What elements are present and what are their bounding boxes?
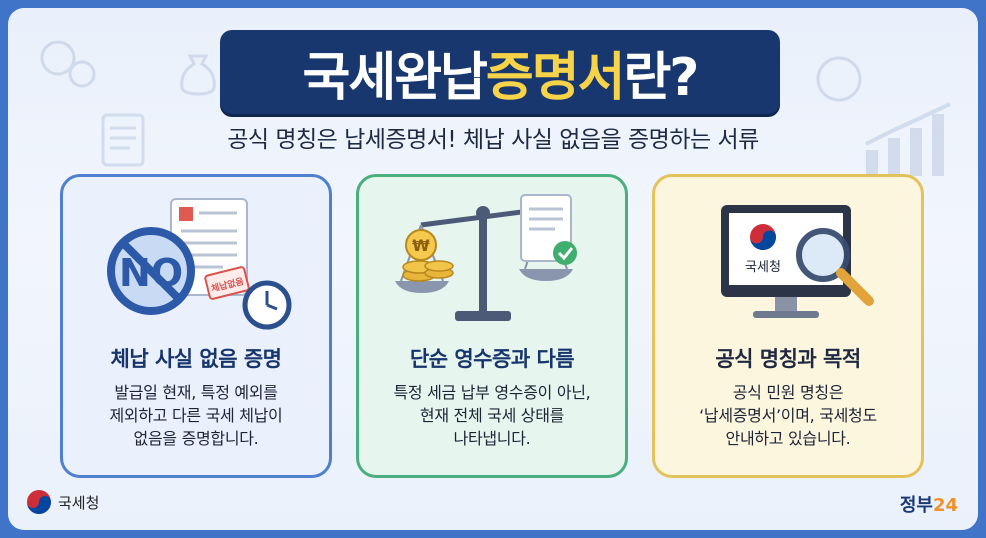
card-title: 공식 명칭과 목적 — [715, 347, 861, 371]
bg-growth-chart-icon — [865, 102, 951, 176]
taeguk-logo-icon — [27, 490, 51, 514]
card-description: 특정 세금 납부 영수증이 아닌, 현재 전체 국세 상태를 나타냅니다. — [393, 383, 591, 448]
card-title: 단순 영수증과 다름 — [409, 347, 575, 371]
coin-stack-icon: ₩ — [402, 229, 454, 282]
svg-text:₩: ₩ — [412, 236, 430, 255]
monitor-illustration: 국세청 — [721, 205, 874, 318]
title-highlight: 증명서 — [485, 47, 626, 108]
scale-illustration: ₩ — [395, 194, 577, 321]
infographic-canvas: 국세완납증명서란? 공식 명칭은 납세증명서! 체납 사실 없음을 증명하는 서… — [8, 8, 978, 530]
bg-money-icon — [40, 40, 96, 88]
bg-money-bag-icon — [180, 54, 216, 96]
card-no-arrears: 체납없음 NO 체납 사실 없음 증명 발급일 현재, 특정 예외를 제외하고 … — [60, 174, 332, 478]
title-banner: 국세완납증명서란? — [220, 30, 780, 114]
screen-label: 국세청 — [745, 260, 781, 275]
certificate-document-icon — [520, 194, 577, 265]
bg-document-icon — [101, 113, 145, 167]
card-title: 체납 사실 없음 증명 — [110, 347, 283, 371]
nts-logo: 국세청 — [26, 488, 99, 516]
card-description: 발급일 현재, 특정 예외를 제외하고 다른 국세 체납이 없음을 증명합니다. — [109, 383, 283, 448]
magnifier-icon — [796, 228, 874, 306]
card-not-receipt: ₩ 단순 영수증과 다름 특정 세금 납부 영수증이 아닌, 현재 전체 국세 … — [356, 174, 628, 478]
no-sign-icon: NO — [107, 227, 195, 315]
clock-icon — [242, 280, 292, 330]
page-title: 국세완납증명서란? — [302, 47, 700, 108]
nts-logo-text: 국세청 — [58, 493, 100, 512]
card-official-name: 국세청 공식 명칭과 목적 공식 민원 명칭은 ‘납세증명서’이며, 국세청도 … — [652, 174, 924, 478]
stamp-icon: 체납없음 — [204, 266, 250, 300]
no-arrears-illustration: 체납없음 NO — [107, 198, 292, 330]
card-description: 공식 민원 명칭은 ‘납세증명서’이며, 국세청도 안내하고 있습니다. — [699, 383, 877, 448]
bg-coin-icon — [816, 56, 862, 102]
page-subtitle: 공식 명칭은 납세증명서! 체납 사실 없음을 증명하는 서류 — [227, 127, 759, 153]
gov24-logo: 정부24 — [899, 495, 958, 516]
taeguk-logo-icon — [750, 224, 776, 250]
